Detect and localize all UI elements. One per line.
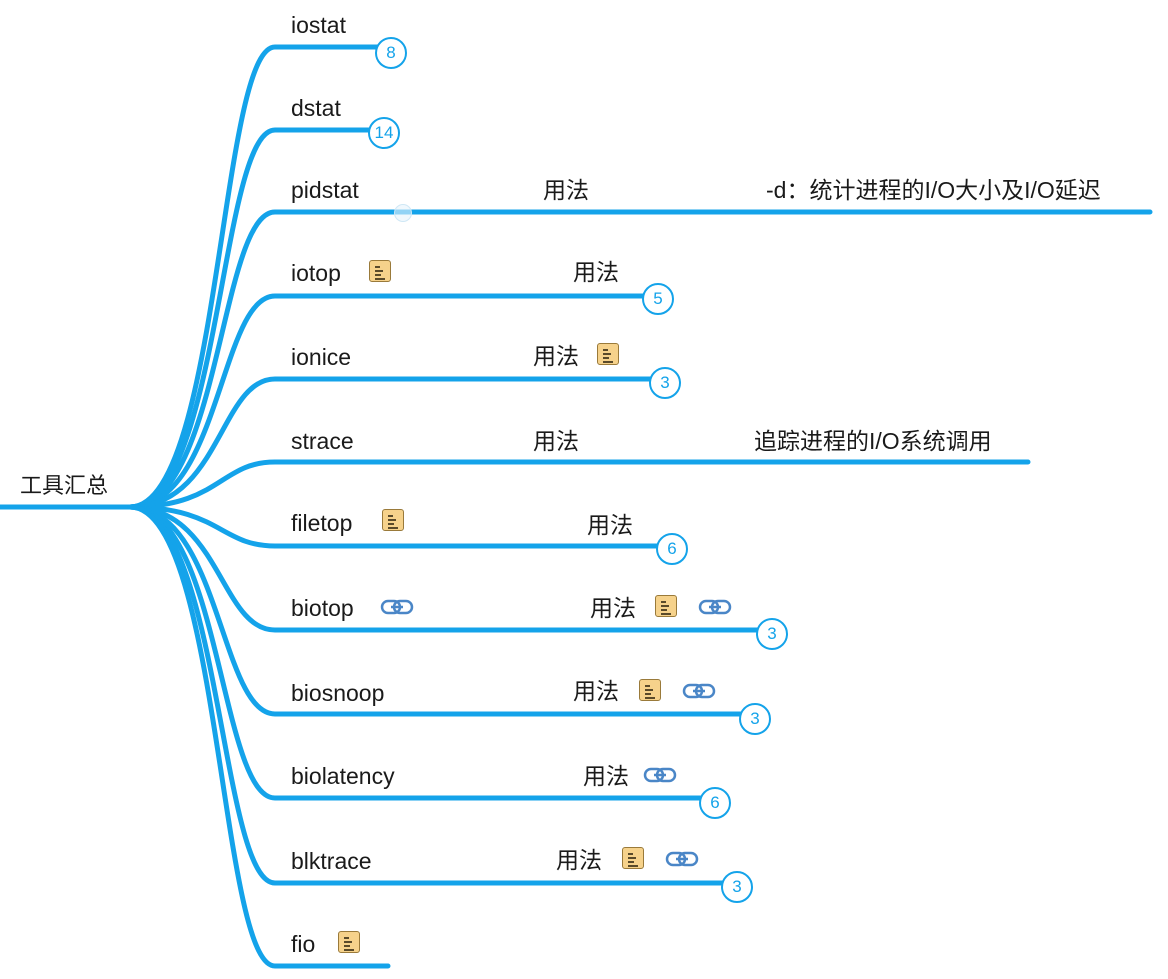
connector-fio [127, 504, 391, 969]
link-icon[interactable] [380, 598, 414, 616]
connector-filetop [127, 504, 675, 549]
usage-detail[interactable]: -d：统计进程的I/O大小及I/O延迟 [766, 177, 1101, 203]
usage-label[interactable]: 用法 [573, 259, 619, 285]
collapsed-count-badge[interactable]: 8 [375, 37, 407, 69]
usage-label[interactable]: 用法 [556, 847, 602, 873]
connector-pidstat [127, 209, 1153, 510]
topic-filetop[interactable]: filetop [291, 510, 353, 536]
drag-handle-ghost [394, 204, 412, 222]
note-icon[interactable] [338, 931, 360, 953]
note-icon[interactable] [369, 260, 391, 282]
root-topic[interactable]: 工具汇总 [20, 473, 109, 498]
usage-label[interactable]: 用法 [533, 428, 579, 454]
link-icon[interactable] [665, 850, 699, 868]
collapsed-count-badge[interactable]: 3 [721, 871, 753, 903]
collapsed-count-badge[interactable]: 5 [642, 283, 674, 315]
note-icon[interactable] [639, 679, 661, 701]
topic-ionice[interactable]: ionice [291, 344, 352, 370]
topic-pidstat[interactable]: pidstat [291, 177, 359, 203]
connector-strace [127, 459, 1031, 510]
usage-detail[interactable]: 追踪进程的I/O系统调用 [754, 428, 992, 454]
note-icon[interactable] [655, 595, 677, 617]
connector-ionice [127, 376, 668, 510]
topic-blktrace[interactable]: blktrace [291, 848, 372, 874]
topic-biosnoop[interactable]: biosnoop [291, 680, 385, 706]
topic-strace[interactable]: strace [291, 428, 354, 454]
connector-biolatency [127, 504, 718, 801]
usage-label[interactable]: 用法 [583, 763, 629, 789]
topic-iotop[interactable]: iotop [291, 260, 341, 286]
connector-iostat [127, 44, 393, 510]
note-icon[interactable] [597, 343, 619, 365]
connector-iotop [127, 293, 661, 510]
topic-biotop[interactable]: biotop [291, 595, 354, 621]
connector-biosnoop [127, 504, 758, 717]
link-icon[interactable] [682, 682, 716, 700]
collapsed-count-badge[interactable]: 3 [756, 618, 788, 650]
note-icon[interactable] [382, 509, 404, 531]
topic-dstat[interactable]: dstat [291, 95, 341, 121]
usage-label[interactable]: 用法 [533, 343, 579, 369]
connector-biotop [127, 504, 775, 633]
collapsed-count-badge[interactable]: 3 [739, 703, 771, 735]
collapsed-count-badge[interactable]: 3 [649, 367, 681, 399]
note-icon[interactable] [622, 847, 644, 869]
usage-label[interactable]: 用法 [590, 595, 636, 621]
topic-biolatency[interactable]: biolatency [291, 763, 395, 789]
usage-label[interactable]: 用法 [543, 177, 589, 203]
connector-dstat [127, 127, 388, 510]
collapsed-count-badge[interactable]: 6 [699, 787, 731, 819]
topic-fio[interactable]: fio [291, 931, 316, 957]
link-icon[interactable] [698, 598, 732, 616]
topic-iostat[interactable]: iostat [291, 12, 346, 38]
usage-label[interactable]: 用法 [587, 512, 633, 538]
link-icon[interactable] [643, 766, 677, 784]
collapsed-count-badge[interactable]: 14 [368, 117, 400, 149]
usage-label[interactable]: 用法 [573, 678, 619, 704]
collapsed-count-badge[interactable]: 6 [656, 533, 688, 565]
